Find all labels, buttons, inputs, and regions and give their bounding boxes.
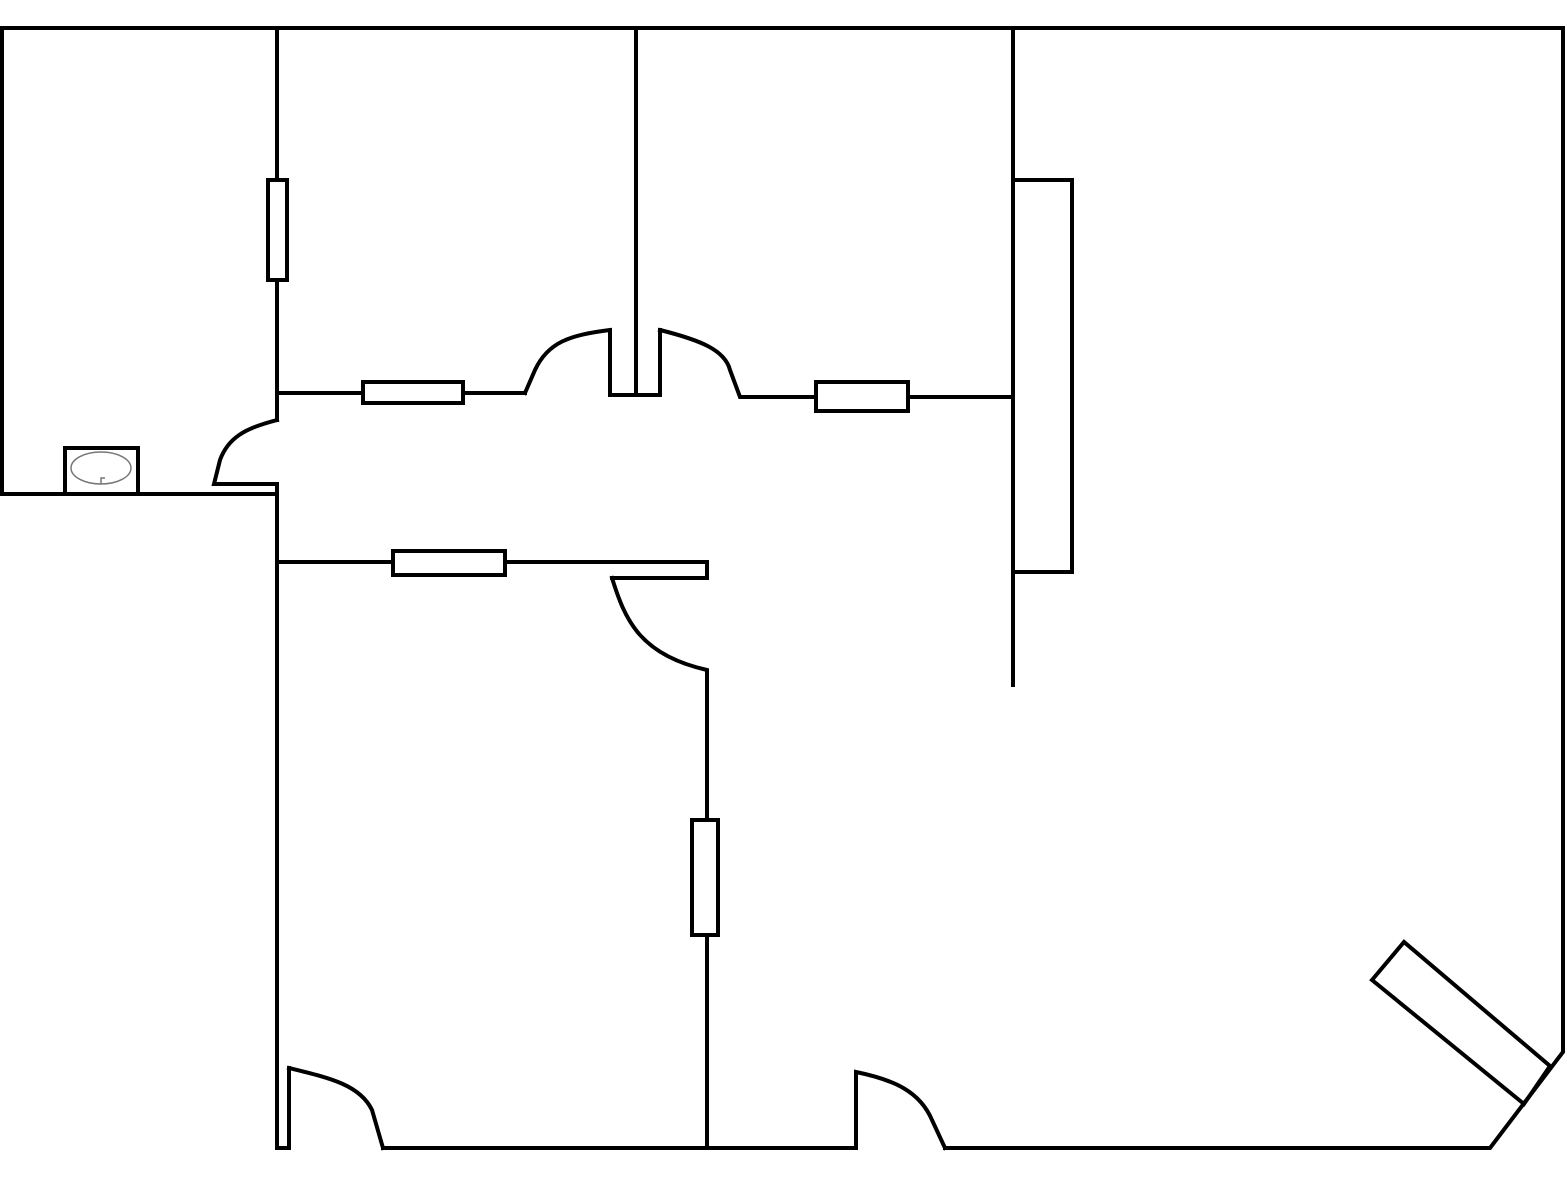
sink-faucet-icon [100,477,105,484]
window-upper-left [361,380,465,405]
window-upper-right [814,380,910,413]
window-lower-left [391,549,507,577]
outer-wall-right [943,26,1565,1150]
door-bathroom [211,417,280,486]
counter-right-room [1011,178,1074,574]
door-bottom-middle [854,1069,948,1151]
window-bathroom [266,178,289,282]
door-upper-left [522,327,662,397]
window-lower-left-right [690,818,720,937]
sink-counter [63,446,140,496]
door-upper-right [657,327,1015,399]
door-bottom-left [286,1065,386,1151]
outer-wall-left [0,26,279,496]
outer-wall-bottom-left [275,482,291,1150]
door-lower-left [609,575,709,1150]
window-corner-angled [1369,939,1553,1107]
